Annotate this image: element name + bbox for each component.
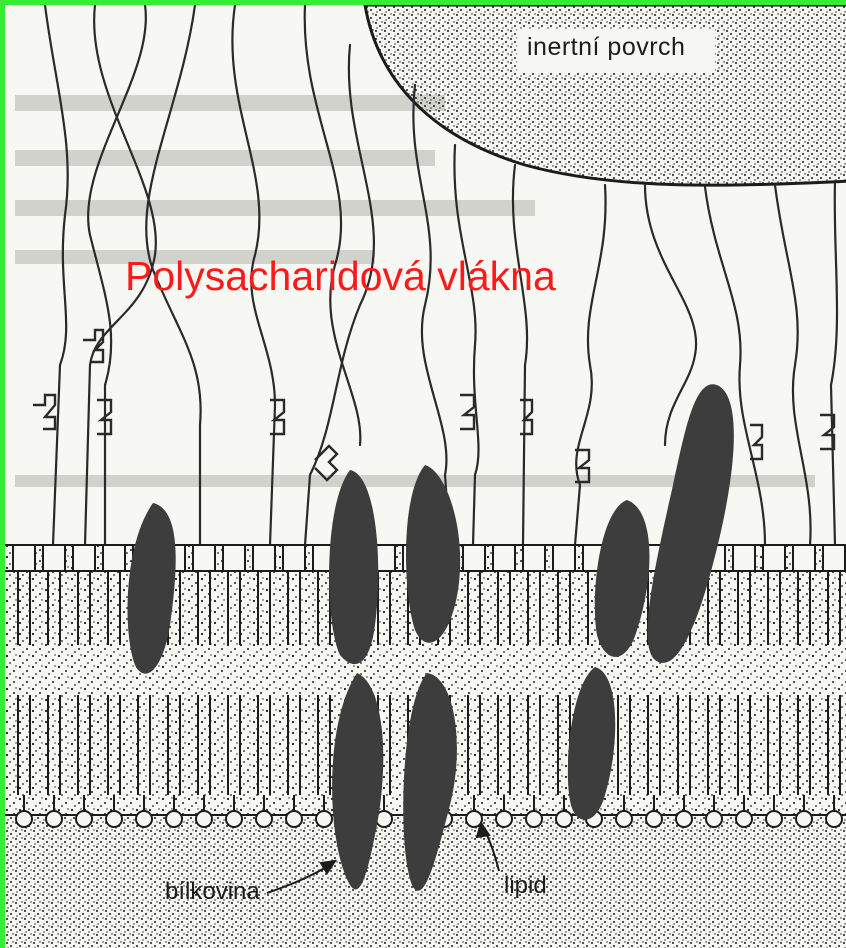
protein-channel-left-upper	[329, 470, 378, 664]
lipid-head-upper	[103, 545, 125, 571]
lipid-head-lower	[676, 811, 692, 827]
lipid-head-lower	[646, 811, 662, 827]
lipid-head-lower	[556, 811, 572, 827]
lipid-head-lower	[256, 811, 272, 827]
lipid-head-upper	[43, 545, 65, 571]
protein-label: bílkovina	[165, 878, 260, 906]
lipid-head-upper	[823, 545, 845, 571]
lipid-label: lipid	[504, 872, 547, 900]
polysaccharide-fibers-title: Polysacharidová vlákna	[125, 253, 556, 300]
lipid-head-lower	[766, 811, 782, 827]
lipid-head-lower	[616, 811, 632, 827]
lipid-head-lower	[226, 811, 242, 827]
lipid-head-lower	[166, 811, 182, 827]
lipid-head-lower	[136, 811, 152, 827]
lipid-head-upper	[763, 545, 785, 571]
lipid-head-upper	[553, 545, 575, 571]
lipid-head-lower	[826, 811, 842, 827]
lipid-head-upper	[523, 545, 545, 571]
lipid-head-lower	[736, 811, 752, 827]
lipid-head-lower	[796, 811, 812, 827]
membrane-diagram	[5, 5, 846, 948]
lipid-head-upper	[73, 545, 95, 571]
lipid-head-lower	[526, 811, 542, 827]
lipid-head-upper	[463, 545, 485, 571]
lipid-head-lower	[196, 811, 212, 827]
lipid-head-upper	[223, 545, 245, 571]
lipid-head-upper	[283, 545, 305, 571]
lipid-head-lower	[286, 811, 302, 827]
lipid-head-upper	[193, 545, 215, 571]
lipid-head-lower	[106, 811, 122, 827]
lipid-head-lower	[496, 811, 512, 827]
lipid-head-upper	[493, 545, 515, 571]
inert-surface-label: inertní povrch	[527, 33, 685, 62]
lipid-head-upper	[13, 545, 35, 571]
lipid-head-lower	[46, 811, 62, 827]
lipid-head-lower	[316, 811, 332, 827]
lipid-head-upper	[253, 545, 275, 571]
lipid-head-lower	[706, 811, 722, 827]
lipid-head-lower	[76, 811, 92, 827]
lipid-head-upper	[733, 545, 755, 571]
lipid-head-lower	[16, 811, 32, 827]
lipid-head-upper	[793, 545, 815, 571]
